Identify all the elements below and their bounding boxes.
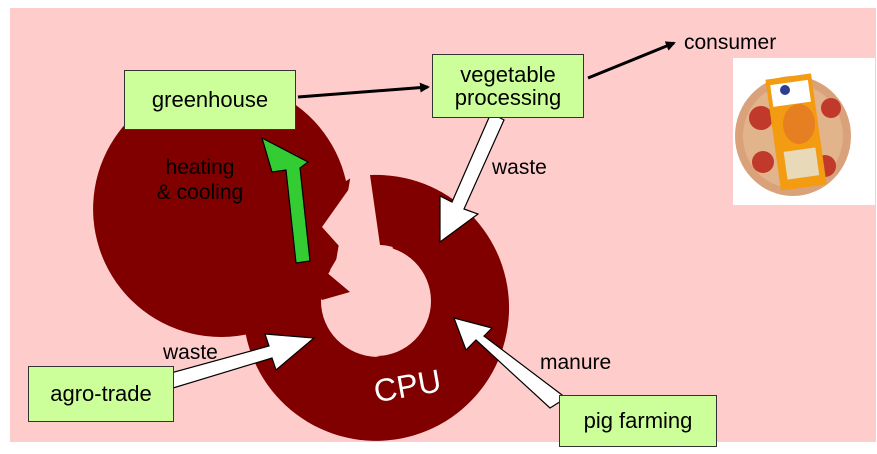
pizza-package-image bbox=[733, 58, 875, 205]
waste-arrow-agro bbox=[166, 333, 316, 389]
pizza-package-icon bbox=[735, 73, 851, 196]
flow-arrow-processing-to-consumer bbox=[587, 41, 676, 80]
manure-label: manure bbox=[540, 351, 612, 374]
pig-farming-label: pig farming bbox=[583, 408, 693, 434]
heating-cooling-line2: & cooling bbox=[156, 181, 244, 205]
heating-cooling-line1: heating bbox=[165, 156, 235, 179]
flow-arrow-greenhouse-to-processing bbox=[297, 82, 430, 99]
waste-processing-label: waste bbox=[492, 156, 547, 179]
manure-arrow bbox=[453, 317, 568, 409]
consumer-label: consumer bbox=[684, 31, 777, 54]
greenhouse-label: greenhouse bbox=[151, 87, 269, 113]
heating-cooling-arrow bbox=[261, 136, 311, 264]
vegetable-processing-line1: vegetable bbox=[460, 61, 556, 87]
pig-farming-node: pig farming bbox=[559, 395, 717, 447]
greenhouse-node: greenhouse bbox=[124, 70, 296, 130]
cpu-ring-arrowhead bbox=[228, 212, 350, 300]
agro-trade-label: agro-trade bbox=[50, 381, 152, 407]
vegetable-processing-node: vegetable processing bbox=[432, 54, 584, 118]
waste-arrow-processing bbox=[439, 112, 505, 244]
waste-agro-label: waste bbox=[163, 341, 218, 364]
agro-trade-node: agro-trade bbox=[28, 366, 174, 422]
cpu-ring-notch bbox=[330, 168, 370, 296]
vegetable-processing-line2: processing bbox=[454, 85, 562, 110]
heating-cooling-label: heating & cooling bbox=[130, 155, 270, 205]
